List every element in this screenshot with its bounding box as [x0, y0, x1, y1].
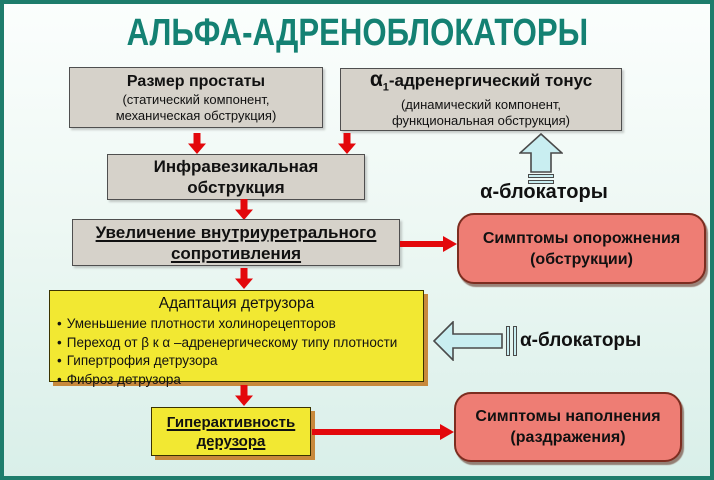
box-detrusor-adaptation: Адаптация детрузора • Уменьшение плотност… [49, 290, 424, 387]
resistance-line1: Увеличение внутриуретрального [95, 222, 377, 242]
arrow-tail-bar [513, 326, 517, 356]
arrow-down-icon [188, 133, 206, 154]
bullet-dot: • [57, 371, 62, 387]
arrow-right-icon [400, 236, 457, 252]
list-item: • Уменьшение плотности холинорецепторов [57, 315, 419, 334]
alpha-blockers-label-middle: α-блокаторы [520, 330, 642, 351]
box-intraurethral-resistance: Увеличение внутриуретрального сопротивле… [72, 219, 400, 266]
arrow-left-block-icon [433, 321, 503, 361]
prostate-size-sub1: (статический компонент, [122, 92, 270, 107]
arrow-down-icon [338, 133, 356, 154]
infravesical-line1: Инфравезикальная [153, 157, 319, 176]
alpha1-tone-title-rest: -адренергический тонус [388, 70, 593, 90]
emptying-line2: (обструкции) [530, 250, 633, 268]
prostate-size-title: Размер простаты [126, 73, 266, 90]
box-filling-symptoms: Симптомы наполнения (раздражения) [454, 392, 682, 462]
page-title: АЛЬФА-АДРЕНОБЛОКАТОРЫ [4, 12, 710, 55]
alpha1-tone-sub2: функциональная обструкция) [391, 112, 570, 128]
box-alpha1-tone: α1-адренергический тонус (динамический к… [340, 68, 622, 131]
adaptation-bullet-3: Гипертрофия детрузора [66, 353, 218, 368]
box-infravesical-obstruction: Инфравезикальная обструкция [107, 154, 365, 200]
adaptation-title: Адаптация детрузора [158, 295, 315, 312]
page-title-text: АЛЬФА-АДРЕНОБЛОКАТОРЫ [126, 12, 588, 54]
arrow-up-block-icon [519, 133, 563, 173]
arrow-tail-bar [528, 180, 554, 184]
box-detrusor-hyperactivity: Гиперактивность дерузора [151, 407, 311, 456]
hyperactivity-line2: дерузора [196, 432, 266, 450]
infravesical-line2: обструкция [187, 178, 285, 197]
arrow-down-icon [235, 268, 253, 289]
list-item: •Переход от β к α –адренергическому типу… [57, 334, 419, 353]
adaptation-bullet-4: Фиброз детрузора [66, 371, 181, 387]
alpha1-tone-sub1: (динамический компонент, [400, 97, 562, 113]
adaptation-bullet-2: Переход от β к α –адренергическому типу … [66, 334, 398, 350]
arrow-tail-bar [506, 326, 510, 356]
alpha-symbol: α [369, 67, 383, 91]
adaptation-bullet-list: • Уменьшение плотности холинорецепторов •… [50, 314, 423, 389]
list-item: • Гипертрофия детрузора [57, 352, 419, 371]
filling-line1: Симптомы наполнения [475, 408, 661, 425]
box-prostate-size: Размер простаты (статический компонент, … [69, 67, 323, 128]
hyperactivity-line1: Гиперактивность [166, 413, 296, 431]
arrow-down-icon [235, 385, 253, 406]
box-emptying-symptoms: Симптомы опорожнения (обструкции) [457, 213, 706, 284]
alpha-subscript: 1 [382, 81, 389, 94]
emptying-line1: Симптомы опорожнения [482, 229, 681, 247]
filling-line2: (раздражения) [510, 429, 626, 446]
list-item: •Фиброз детрузора [57, 371, 419, 390]
alpha-blockers-label-top: α-блокаторы [480, 181, 608, 203]
arrow-tail-bar [528, 174, 554, 178]
bullet-dot: • [57, 316, 62, 331]
bullet-dot: • [57, 353, 62, 368]
prostate-size-sub2: механическая обструкция) [115, 107, 277, 123]
adaptation-bullet-1: Уменьшение плотности холинорецепторов [66, 316, 336, 331]
alpha1-tone-title: α1-адренергический тонус [369, 67, 593, 97]
resistance-line2: сопротивления [170, 243, 302, 263]
bullet-dot: • [57, 334, 62, 350]
arrow-right-icon [312, 424, 454, 440]
arrow-down-icon [235, 199, 253, 220]
